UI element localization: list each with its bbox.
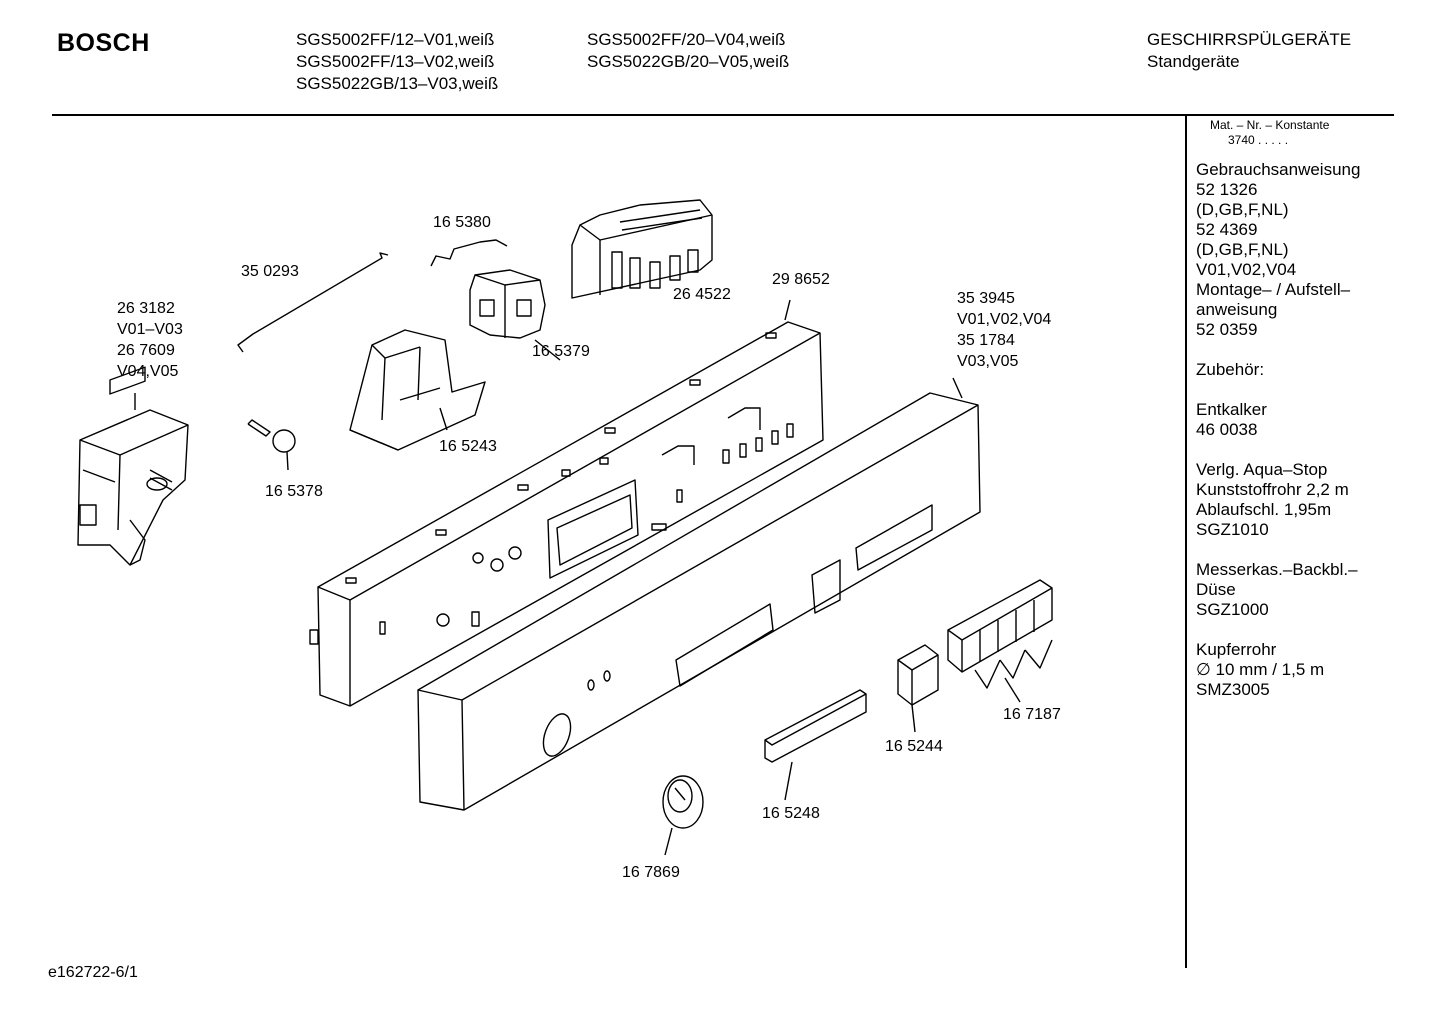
part-label-353945: 35 3945 V01,V02,V04 35 1784 V03,V05 <box>957 288 1051 372</box>
drawing-id: e162722-6/1 <box>48 964 138 981</box>
model-item: SGS5002FF/13–V02,weiß <box>296 52 495 71</box>
panel-frame-298652 <box>309 299 824 707</box>
holder-165243 <box>349 329 486 451</box>
bulb-165378 <box>247 419 296 471</box>
sidebar-line: 52 0359 <box>1196 320 1258 339</box>
part-label-line: V01,V02,V04 <box>957 311 1052 328</box>
strip-165248 <box>764 689 867 801</box>
part-label-line: 26 7609 <box>117 342 175 359</box>
sidebar-line: SMZ3005 <box>1196 680 1270 699</box>
part-label-line: 35 1784 <box>957 332 1015 349</box>
part-label-line: V03,V05 <box>957 353 1019 370</box>
sidebar-line: Zubehör: <box>1196 360 1265 379</box>
sidebar-divider <box>1185 115 1187 968</box>
sidebar-line: anweisung <box>1196 300 1278 319</box>
control-module-264522 <box>571 199 713 299</box>
part-label-line: V01–V03 <box>117 321 183 338</box>
sidebar-line: Kunststoffrohr 2,2 m <box>1196 480 1349 499</box>
part-label-165379: 16 5379 <box>532 343 590 360</box>
header-divider <box>52 114 1394 116</box>
sidebar-line: Ablaufschl. 1,95m <box>1196 500 1332 519</box>
model-item: SGS5002FF/12–V01,weiß <box>296 30 495 49</box>
part-label-165378: 16 5378 <box>265 483 323 500</box>
category: GESCHIRRSPÜLGERÄTE Standgeräte <box>1147 29 1351 73</box>
keyblock-167187 <box>947 579 1053 703</box>
part-label-165244: 16 5244 <box>885 738 943 755</box>
category-subtitle: Standgeräte <box>1147 52 1240 71</box>
switch-165379 <box>469 269 561 361</box>
sidebar-line: Messerkas.–Backbl.– <box>1196 560 1358 579</box>
category-title: GESCHIRRSPÜLGERÄTE <box>1147 30 1352 49</box>
part-label-350293: 35 0293 <box>241 263 299 280</box>
sidebar-line: Düse <box>1196 580 1236 599</box>
fascia-353945 <box>417 377 981 811</box>
sidebar-line: Verlg. Aqua–Stop <box>1196 460 1328 479</box>
module-263182 <box>77 366 189 566</box>
part-label-167869: 16 7869 <box>622 864 680 881</box>
sidebar-line: (D,GB,F,NL) <box>1196 200 1289 219</box>
part-label-263182: 26 3182 V01–V03 26 7609 V04,V05 <box>117 298 183 382</box>
brand-logo: BOSCH <box>57 29 150 57</box>
sidebar-line: ∅ 10 mm / 1,5 m <box>1196 660 1325 679</box>
sidebar-line: Gebrauchsanweisung <box>1196 160 1361 179</box>
sidebar-line: (D,GB,F,NL) <box>1196 240 1289 259</box>
mat-nr-value: 3740 . . . . . <box>1228 133 1289 147</box>
sidebar-line: SGZ1010 <box>1196 520 1269 539</box>
sidebar-line: SGZ1000 <box>1196 600 1269 619</box>
sidebar-line: 46 0038 <box>1196 420 1258 439</box>
mat-nr-box: Mat. – Nr. – Konstante 3740 . . . . . <box>1210 118 1329 148</box>
part-label-165243: 16 5243 <box>439 438 497 455</box>
model-list-1: SGS5002FF/12–V01,weiß SGS5002FF/13–V02,w… <box>296 29 498 95</box>
part-label-167187: 16 7187 <box>1003 706 1061 723</box>
model-item: SGS5022GB/13–V03,weiß <box>296 74 499 93</box>
rod-350293 <box>237 252 389 353</box>
sidebar-line: Kupferrohr <box>1196 640 1277 659</box>
spring-165380 <box>430 239 508 267</box>
model-list-2: SGS5002FF/20–V04,weiß SGS5022GB/20–V05,w… <box>587 29 789 73</box>
part-label-165380: 16 5380 <box>433 214 491 231</box>
mat-nr-label: Mat. – Nr. – Konstante <box>1210 118 1330 132</box>
sidebar-line: 52 4369 <box>1196 220 1258 239</box>
part-label-264522: 26 4522 <box>673 286 731 303</box>
part-label-line: 26 3182 <box>117 300 175 317</box>
knob-167869 <box>662 775 704 856</box>
sidebar-line: 52 1326 <box>1196 180 1258 199</box>
key-165244 <box>897 644 939 733</box>
sidebar-line: Entkalker <box>1196 400 1267 419</box>
part-label-298652: 29 8652 <box>772 271 830 288</box>
sidebar-line: V01,V02,V04 <box>1196 260 1297 279</box>
model-item: SGS5022GB/20–V05,weiß <box>587 52 790 71</box>
part-label-165248: 16 5248 <box>762 805 820 822</box>
part-label-line: 35 3945 <box>957 290 1015 307</box>
model-item: SGS5002FF/20–V04,weiß <box>587 30 786 49</box>
sidebar-line: Montage– / Aufstell– <box>1196 280 1351 299</box>
part-label-line: V04,V05 <box>117 363 179 380</box>
